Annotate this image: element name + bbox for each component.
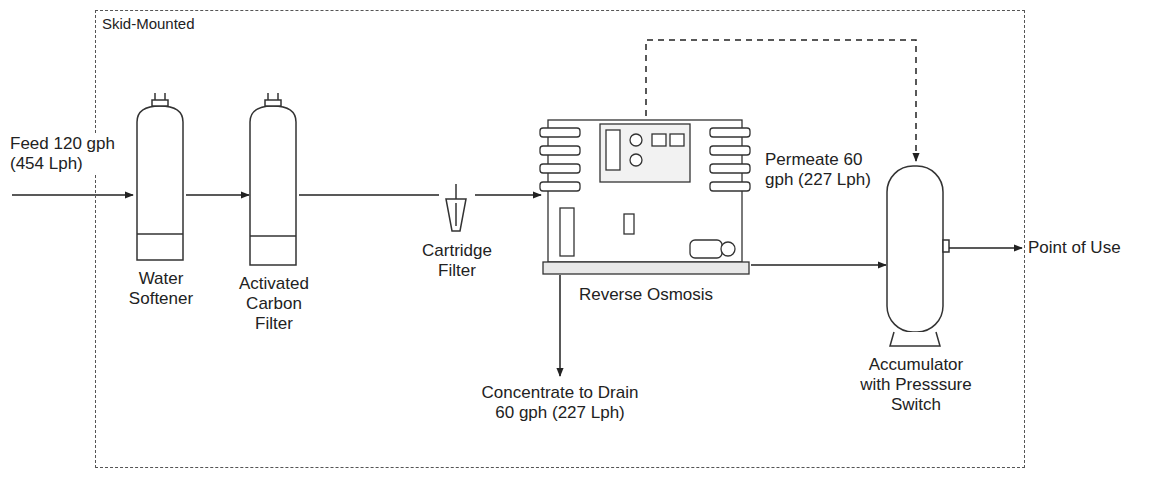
carbon-filter-node: Activated Carbon Filter [249, 96, 299, 268]
membrane [540, 146, 580, 155]
valve [624, 214, 634, 234]
feed-arrow [12, 194, 133, 196]
component-label: Activated Carbon Filter [228, 274, 320, 334]
membrane [540, 164, 580, 173]
flow-label: Concentrate to Drain 60 gph (227 Lph) [470, 383, 650, 423]
flow-label: Permeate 60 gph (227 Lph) [765, 150, 883, 190]
cartridge-housing [446, 184, 466, 231]
component-label: Reverse Osmosis [546, 285, 746, 305]
accumulator-tank [887, 166, 949, 346]
panel-gauge [630, 154, 642, 166]
tank-port [277, 93, 279, 100]
pump [690, 240, 722, 258]
panel-gauge [630, 134, 642, 146]
flow-pipe [299, 194, 439, 196]
pressure-switch [943, 240, 949, 252]
outlet-label: Point of Use [1028, 238, 1138, 258]
filter-bowl [446, 199, 466, 231]
tank-head [152, 100, 168, 106]
membrane [540, 128, 580, 137]
accumulator-node: Accumulator with Presssure Switch [886, 161, 946, 349]
membrane [540, 182, 580, 191]
outlet-arrow [949, 247, 1022, 249]
component-label: Accumulator with Presssure Switch [852, 355, 980, 415]
tank-body [887, 166, 943, 332]
flow-pipe [186, 194, 249, 196]
membrane [710, 146, 750, 155]
tank-port [164, 93, 166, 100]
tank-body [250, 106, 296, 265]
tank-port [154, 93, 156, 100]
tank-band [250, 235, 296, 237]
pump-motor [721, 242, 735, 256]
cartridge-filter-node: Cartridge Filter [439, 181, 475, 235]
control-panel [600, 124, 690, 182]
flow-pipe [751, 264, 886, 266]
tank-band [137, 233, 183, 235]
component-label: Cartridge Filter [415, 241, 499, 281]
prefilter [560, 208, 574, 256]
group-title: Skid-Mounted [96, 11, 1024, 37]
tank-port [267, 93, 269, 100]
panel-gauge [606, 130, 620, 170]
ro-base [543, 262, 749, 274]
drain-arrow [559, 275, 561, 376]
flow-label: Feed 120 gph (454 Lph) [10, 134, 118, 174]
softener-tank [137, 93, 183, 260]
membrane [710, 164, 750, 173]
tank-head [265, 100, 281, 106]
panel-display [652, 134, 666, 146]
membrane [710, 128, 750, 137]
signal-line [646, 40, 916, 161]
membrane [710, 182, 750, 191]
ro-node: Reverse Osmosis [541, 116, 751, 279]
carbon-tank [250, 93, 296, 265]
ro-unit [540, 120, 750, 274]
softener-node: Water Softener [136, 96, 186, 263]
component-label: Water Softener [116, 269, 206, 309]
filter-stem [455, 184, 457, 199]
panel-display [670, 134, 684, 146]
tank-body [137, 106, 183, 260]
filter-core [455, 203, 457, 226]
flow-pipe [475, 194, 541, 196]
tank-base [890, 332, 940, 346]
